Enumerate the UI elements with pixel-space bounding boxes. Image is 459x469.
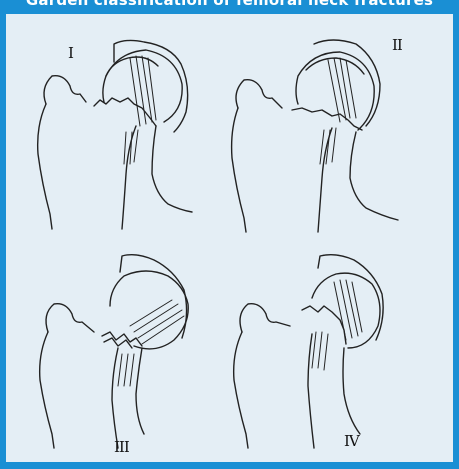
stage-4-greater-trochanter <box>240 304 290 332</box>
stage-2-fracture-line <box>292 108 362 130</box>
stage-4-shaft-lateral <box>234 332 248 448</box>
stage-1-shaft-medial <box>122 126 136 229</box>
stage-4-shaft-medial <box>308 334 314 448</box>
stage-3-shaft-medial <box>112 348 118 448</box>
label-stage-2: II <box>392 36 402 54</box>
stage-2-greater-trochanter <box>236 80 282 108</box>
figure-panel: I II III IV <box>6 14 453 462</box>
stage-4-trabeculae <box>312 280 362 370</box>
stage-3-femoral-head <box>110 271 188 349</box>
illustration <box>6 14 453 462</box>
figure-title: Garden classification of femoral neck fr… <box>0 0 459 14</box>
stage-2-shaft-lateral <box>232 108 246 232</box>
label-stage-3: III <box>114 438 129 456</box>
stage-3-shaft-lateral <box>40 332 54 448</box>
stage-2-lesser-trochanter <box>350 132 398 220</box>
stage-3-fracture-line <box>102 332 142 346</box>
label-stage-4: IV <box>344 432 359 450</box>
stage-3-lesser-trochanter <box>136 348 144 434</box>
stage-1-greater-trochanter <box>44 76 86 104</box>
label-stage-1: I <box>68 44 73 62</box>
diagram-stage-2 <box>232 40 398 232</box>
diagram-stage-3 <box>40 255 189 448</box>
stage-1-lesser-trochanter <box>152 126 192 212</box>
stage-4-fracture-line <box>302 306 346 344</box>
stage-2-shaft-medial <box>318 128 332 232</box>
stage-4-acetabulum-rim <box>318 255 383 340</box>
stage-4-lesser-trochanter <box>343 348 360 434</box>
stage-2-trabeculae <box>320 58 356 164</box>
stage-2-head-outline <box>306 58 364 74</box>
diagram-stage-4 <box>234 255 383 448</box>
stage-1-fracture-line <box>94 98 156 126</box>
stage-3-greater-trochanter <box>46 304 94 332</box>
stage-1-trabeculae <box>124 56 156 164</box>
diagram-stage-1 <box>38 40 192 229</box>
stage-1-shaft-lateral <box>38 104 52 229</box>
